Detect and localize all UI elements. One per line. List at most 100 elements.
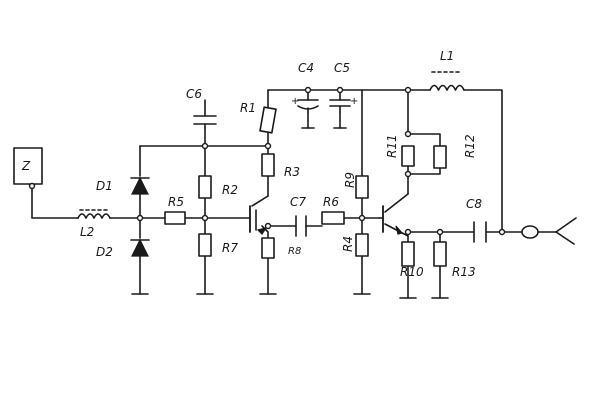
resistor-r9: R9: [343, 172, 369, 199]
transistor-arrow-icon: [395, 225, 404, 235]
label-r7: R7: [222, 241, 238, 255]
resistor-r5: R5: [164, 195, 186, 225]
resistor-icon: [401, 241, 415, 267]
label-l1: L1: [440, 49, 454, 63]
resistor-icon: [355, 233, 369, 257]
resistor-icon: [355, 175, 369, 199]
resistor-icon: [198, 233, 212, 257]
junction-dot: [201, 142, 209, 150]
resistor-icon: [259, 106, 277, 134]
junction-dot: [264, 222, 272, 230]
wire-l1-out: [463, 89, 503, 233]
label-c8: C8: [466, 197, 482, 211]
label-c6: C6: [186, 87, 202, 101]
label-r5: R5: [168, 195, 184, 209]
label-d2: D2: [96, 245, 113, 259]
wires: [31, 89, 525, 299]
label-l2: L2: [80, 225, 94, 239]
junction-dot: [498, 228, 506, 236]
resistor-r6: R6: [321, 195, 345, 225]
resistor-r13: R13: [433, 241, 476, 279]
label-c7: C7: [290, 195, 306, 209]
label-r2: R2: [222, 183, 238, 197]
label-r6: R6: [323, 195, 339, 209]
ground-symbols: [131, 127, 449, 299]
junction-dot: [404, 130, 412, 138]
polarity-plus-icon: +: [350, 96, 358, 107]
transistor-q1: [249, 205, 268, 235]
label-c4: C4: [298, 61, 314, 75]
transistor-arrow-icon: [256, 227, 268, 235]
coax-connector-icon: [521, 225, 539, 239]
diode-d1: D1: [96, 176, 150, 195]
junction-dot: [404, 86, 412, 94]
label-d1: D1: [96, 179, 113, 193]
resistor-r8: R8: [261, 237, 301, 259]
capacitor-c5: + C5: [329, 61, 358, 113]
transistor-q2: [379, 205, 404, 235]
inductor-l2: L2: [77, 209, 111, 239]
resistor-r11: R11: [385, 134, 415, 167]
resistor-r12: R12: [433, 134, 477, 169]
resistor-icon: [261, 237, 275, 259]
junction-dot: [304, 86, 312, 94]
resistor-icon: [433, 145, 447, 169]
source-z: Z: [13, 147, 43, 190]
resistor-r1: R1: [240, 101, 277, 134]
label-r10: R10: [400, 265, 424, 279]
label-r1: R1: [240, 101, 256, 115]
source-box: [13, 147, 43, 185]
antenna-arm-icon: [555, 217, 577, 233]
wire-r12-bottom: [407, 167, 441, 175]
output-connector: [521, 217, 577, 245]
resistor-icon: [433, 241, 447, 267]
junction-dot: [404, 170, 412, 178]
inductor-icon: [77, 213, 111, 219]
resistor-icon: [261, 153, 275, 177]
junction-dot: [336, 86, 344, 94]
resistor-icon: [401, 145, 415, 167]
wire-t2-collector: [384, 193, 409, 213]
resistor-r3: R3: [261, 153, 300, 179]
inductor-l1: L1: [429, 49, 465, 91]
label-r11: R11: [385, 134, 399, 158]
diode-icon: [131, 238, 149, 257]
resistor-icon: [198, 175, 212, 199]
junction-dot: [264, 142, 272, 150]
label-r12: R12: [463, 134, 477, 158]
antenna-arm-icon: [555, 231, 575, 245]
label-r4: R4: [341, 236, 355, 252]
junction-dot: [201, 214, 209, 222]
resistor-icon: [321, 211, 345, 225]
diode-icon: [131, 176, 149, 195]
junction-dot: [136, 214, 144, 222]
resistor-r4: R4: [341, 233, 369, 257]
capacitor-c6: C6: [186, 87, 217, 129]
capacitor-c8: C8: [466, 197, 487, 243]
junction-dot: [436, 228, 444, 236]
resistor-r7: R7: [198, 233, 238, 257]
wire-input: [31, 185, 79, 219]
capacitor-c7: C7: [290, 195, 307, 237]
wire-t1-diag: [251, 195, 269, 207]
junction-dot: [404, 228, 412, 236]
source-terminal-icon: [28, 182, 36, 190]
junction-dots: [136, 86, 506, 236]
label-r3: R3: [284, 165, 300, 179]
junction-dot: [358, 214, 366, 222]
capacitor-c4: + C4: [291, 61, 319, 113]
polarity-plus-icon: +: [291, 96, 299, 107]
label-source: Z: [21, 159, 31, 173]
resistor-r2: R2: [198, 175, 238, 199]
inductor-icon: [429, 84, 465, 91]
diode-d2: D2: [96, 238, 150, 259]
label-c5: C5: [334, 61, 350, 75]
label-r9: R9: [343, 172, 357, 188]
label-r13: R13: [452, 265, 476, 279]
resistor-icon: [164, 211, 186, 225]
label-r8: R8: [288, 246, 301, 257]
resistor-r10: R10: [400, 241, 424, 279]
wire-r11r12-top: [407, 133, 441, 147]
